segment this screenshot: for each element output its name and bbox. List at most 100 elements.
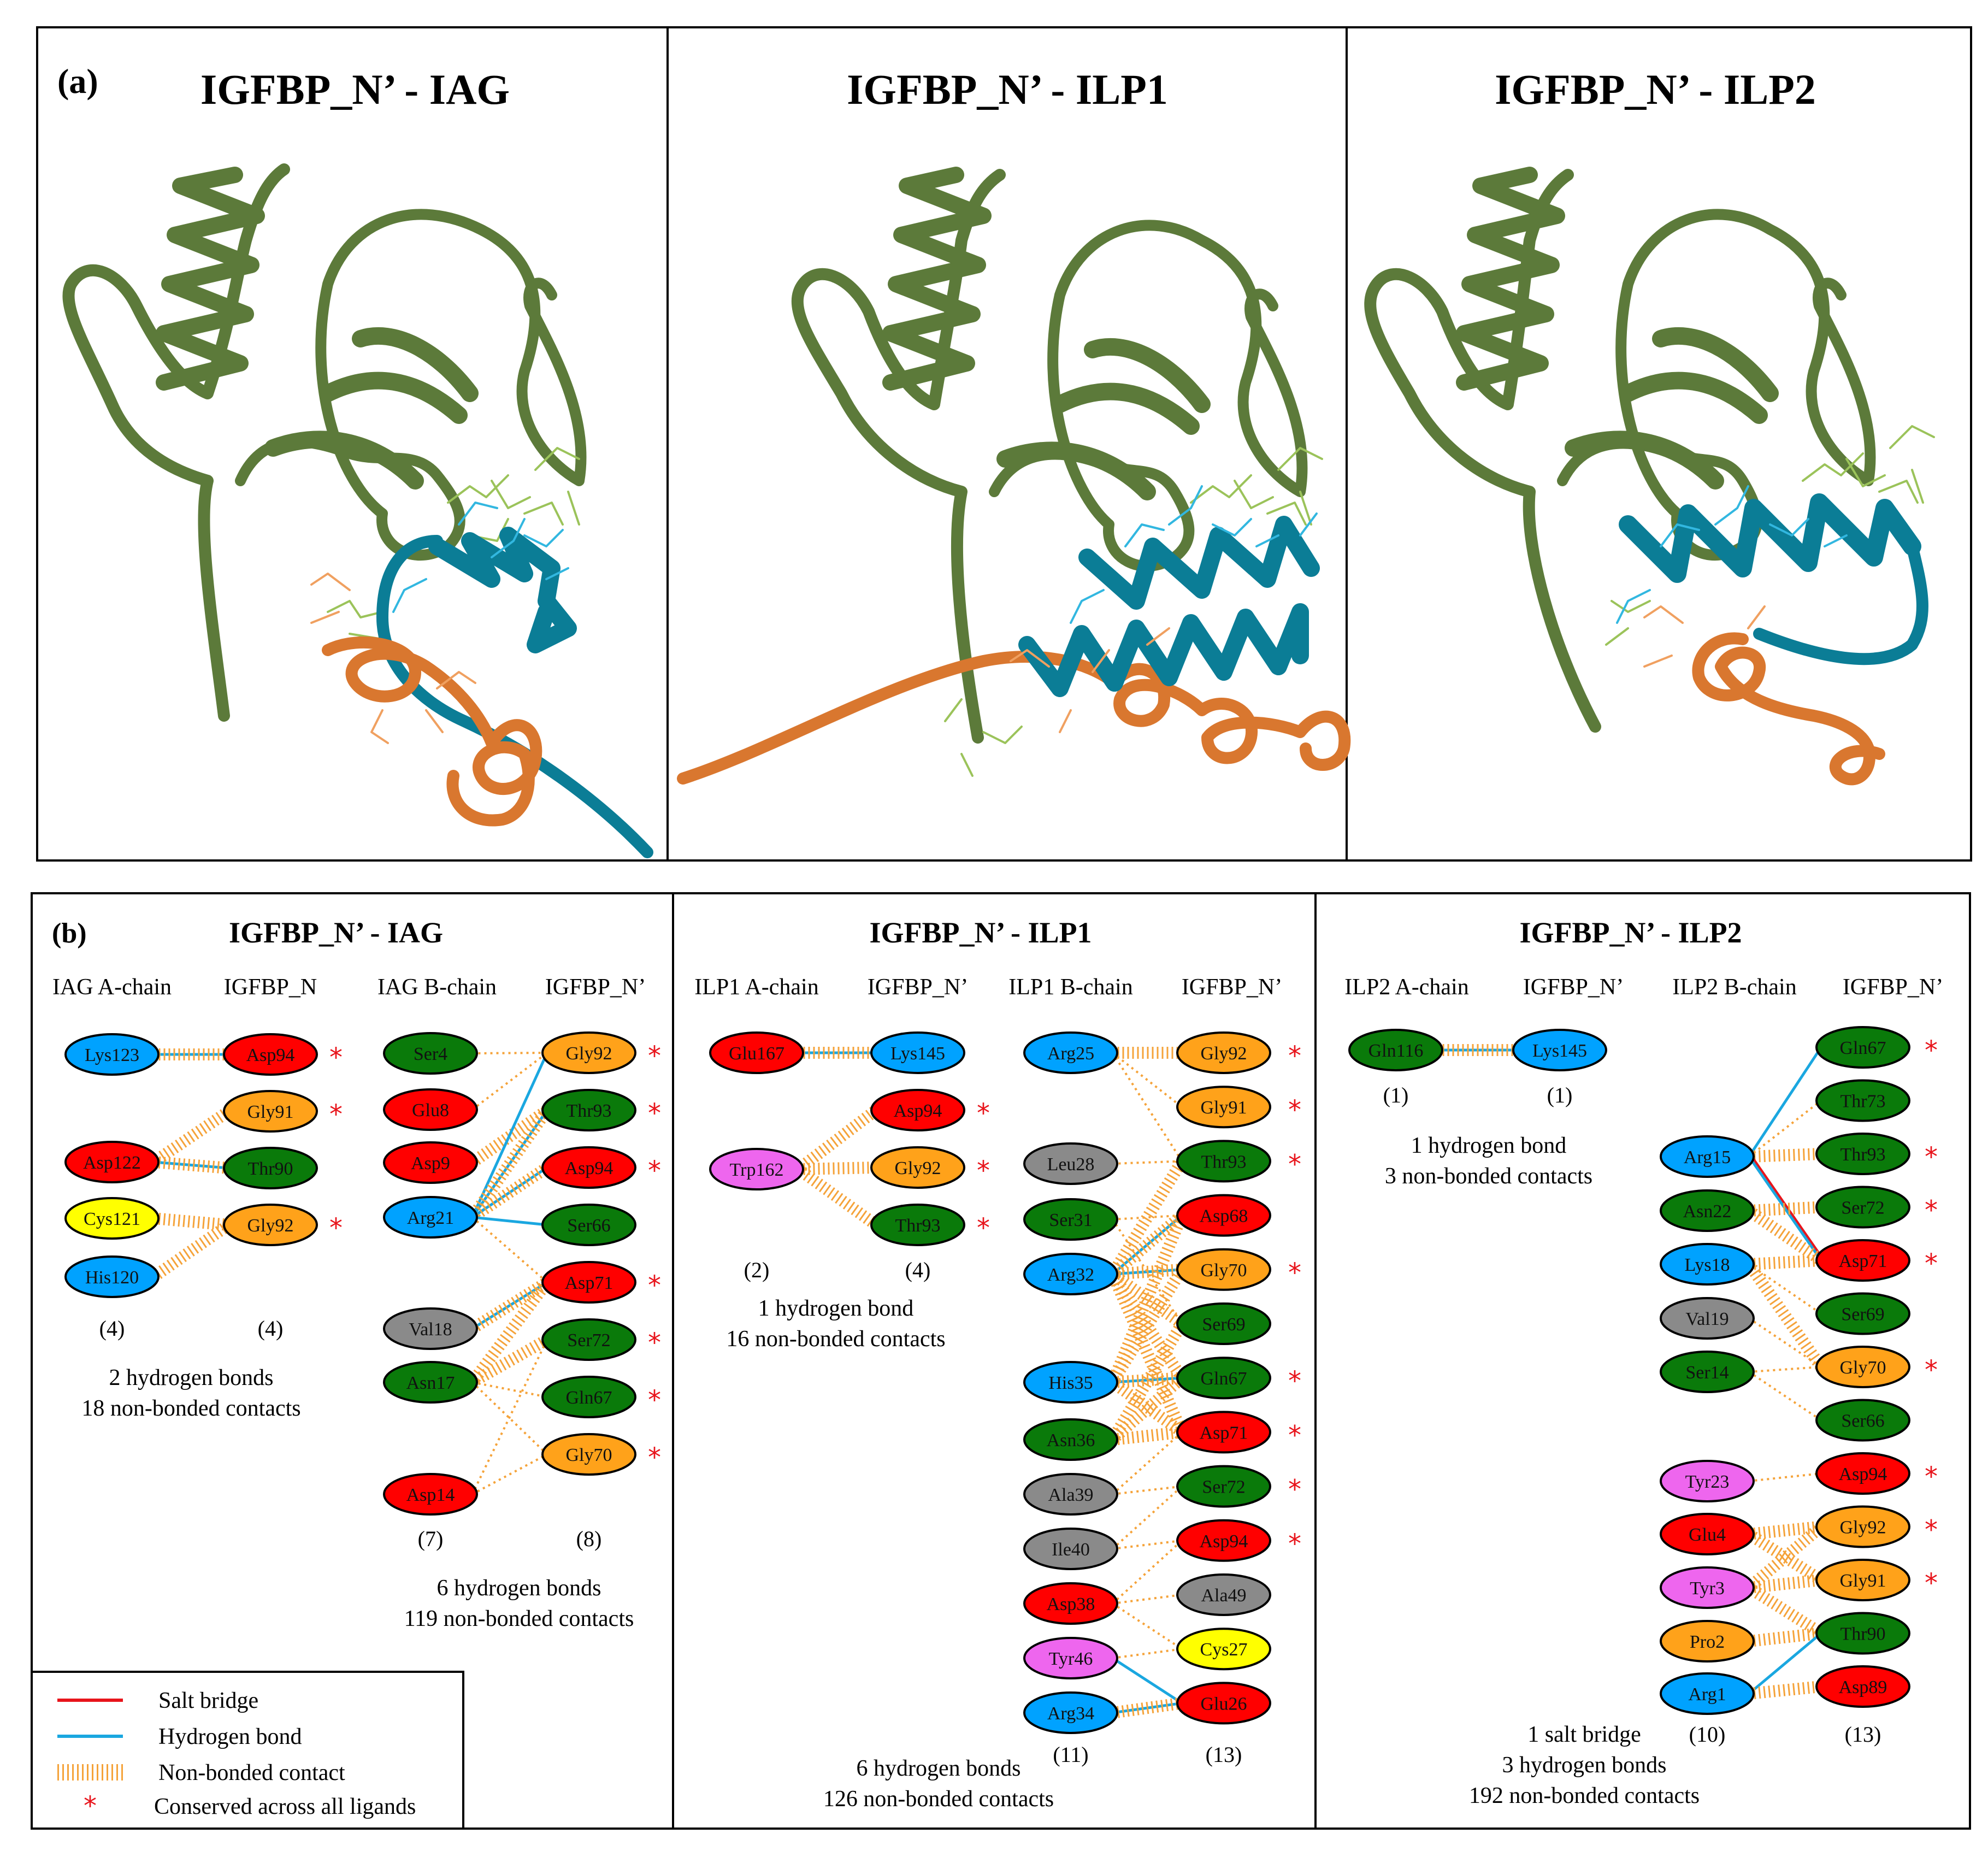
residue-left: Arg15 [1660,1135,1755,1178]
non-bonded-contact-line [1748,1627,1822,1647]
residue-label: Asp94 [1839,1464,1887,1484]
residue-right: Cys27 [1176,1628,1271,1671]
non-bonded-contact-dotted-line [471,1453,548,1495]
residue-ellipse [1348,1029,1443,1071]
residue-ellipse [223,1147,318,1189]
residue-right: Thr90 [223,1147,318,1189]
residue-label: Thr90 [247,1159,293,1179]
residue-label: Asp71 [565,1273,613,1293]
non-bonded-contact-line [469,1334,550,1388]
residue-right: Ser72* [541,1318,661,1361]
residue-ellipse [383,1088,478,1131]
residue-ellipse [223,1204,318,1246]
ligand-teal-helix [1018,603,1309,697]
residue-label: Ser69 [1841,1305,1884,1325]
conserved-star-icon: * [1288,1529,1301,1559]
col-header: ILP1 A-chain [694,975,818,1000]
panel-b-title-ilp1: IGFBP_N’ - ILP1 [870,916,1092,949]
residue-left: Glu167 [709,1031,804,1074]
residue-ellipse [541,1089,636,1131]
residue-right: Asp89 [1815,1665,1910,1708]
residue-ellipse [383,1361,478,1404]
protein-loop [989,220,1308,572]
conserved-star-icon: * [1288,1475,1301,1505]
residue-label: Ser72 [567,1330,610,1351]
residue-left: Arg32 [1023,1253,1118,1295]
hydrogen-bond-line [154,1160,229,1170]
residue-right: Gly70* [541,1433,661,1476]
residue-label: His120 [85,1268,139,1288]
conserved-star-icon: * [1288,1258,1301,1288]
col-header: IGFBP_N [224,975,317,1000]
residue-ellipse [870,1031,965,1074]
residue-label: Gly91 [1840,1571,1886,1591]
residue-right: Gly70* [1176,1248,1301,1291]
col-header: ILP2 B-chain [1672,975,1796,1000]
residue-label: Arg32 [1047,1265,1094,1285]
interaction-summary-line: 1 salt bridge [1527,1722,1641,1747]
residue-left: Asp122 [64,1141,160,1183]
legend-conserved-star-icon: * [84,1791,97,1821]
residue-right: Thr93* [1815,1133,1938,1175]
residue-label: Gly92 [1840,1518,1886,1538]
residue-label: Gln67 [566,1388,612,1408]
residue-left: Ser4 [383,1032,478,1075]
residue-ellipse [541,1318,636,1361]
protein-helix [882,167,992,391]
residue-left: His120 [64,1255,160,1298]
panel-a-label: (a) [57,62,98,101]
residue-label: Tyr23 [1685,1472,1730,1492]
residue-ellipse [383,1196,478,1239]
protein-sheet [1565,327,1779,490]
col-header: IGFBP_N’ [1843,975,1943,1000]
interaction-summary-line: 119 non-bonded contacts [404,1606,634,1631]
residue-label: His35 [1048,1373,1093,1393]
conserved-star-icon: * [1288,1041,1301,1071]
structure-render-ilp1 [677,167,1351,785]
residue-label: Asp94 [565,1158,613,1178]
residue-label: Arg34 [1047,1703,1094,1724]
residue-ellipse [709,1031,804,1074]
conserved-star-icon: * [329,1099,343,1130]
residue-count-left: (1) [1383,1083,1409,1107]
non-bonded-contact-dotted-line [1112,1485,1183,1550]
residue-label: Asp71 [1839,1251,1887,1271]
residue-right: Thr90 [1815,1612,1910,1655]
sidechains-orange [1643,605,1766,668]
conserved-star-icon: * [648,1041,661,1071]
residue-right: Lys145 [1512,1029,1607,1071]
protein-ribbon [791,169,1006,744]
residue-label: Lys145 [1532,1041,1587,1061]
interaction-summary-line: 16 non-bonded contacts [726,1327,945,1352]
non-bonded-contact-line [467,1106,552,1221]
residue-ellipse [1176,1357,1271,1400]
residue-label: Gln116 [1368,1041,1424,1061]
ligand-orange-ribbon [677,651,1351,785]
residue-left: Asp14 [383,1473,478,1516]
interaction-diagrams: Lys123Asp122Cys121His120Asp94*Gly91*Thr9… [64,1026,1938,1812]
residue-count-left: (11) [1053,1742,1088,1767]
panel-b-label: (b) [52,918,87,949]
non-bonded-contact-dotted-line [1112,1485,1182,1495]
residue-right: Gly92* [541,1031,661,1074]
col-header: IAG B-chain [377,975,497,1000]
residue-count-right: (4) [905,1258,931,1282]
panel-a: (a) IGFBP_N’ - IAG IGFBP_N’ - ILP1 IGFBP… [36,26,1972,862]
sidechains-green [1605,425,1935,646]
residue-ellipse [1176,1194,1271,1237]
residue-right: Gly91* [1815,1559,1938,1601]
residue-left: Gln116 [1348,1029,1443,1071]
residue-label: Ser66 [567,1216,610,1236]
residue-count-left: (2) [744,1258,770,1282]
sidechains-teal [392,502,569,613]
non-bonded-contact-dotted-line [1111,1052,1183,1162]
conserved-star-icon: * [648,1156,661,1186]
residue-ellipse [1815,1186,1910,1229]
residue-left: Tyr23 [1660,1460,1755,1502]
residue-ellipse [870,1146,965,1189]
residue-right: Gly92* [223,1204,343,1246]
residue-label: Ala49 [1201,1585,1246,1606]
conserved-star-icon: * [648,1385,661,1416]
residue-ellipse [64,1255,160,1298]
residue-ellipse [1023,1418,1118,1461]
